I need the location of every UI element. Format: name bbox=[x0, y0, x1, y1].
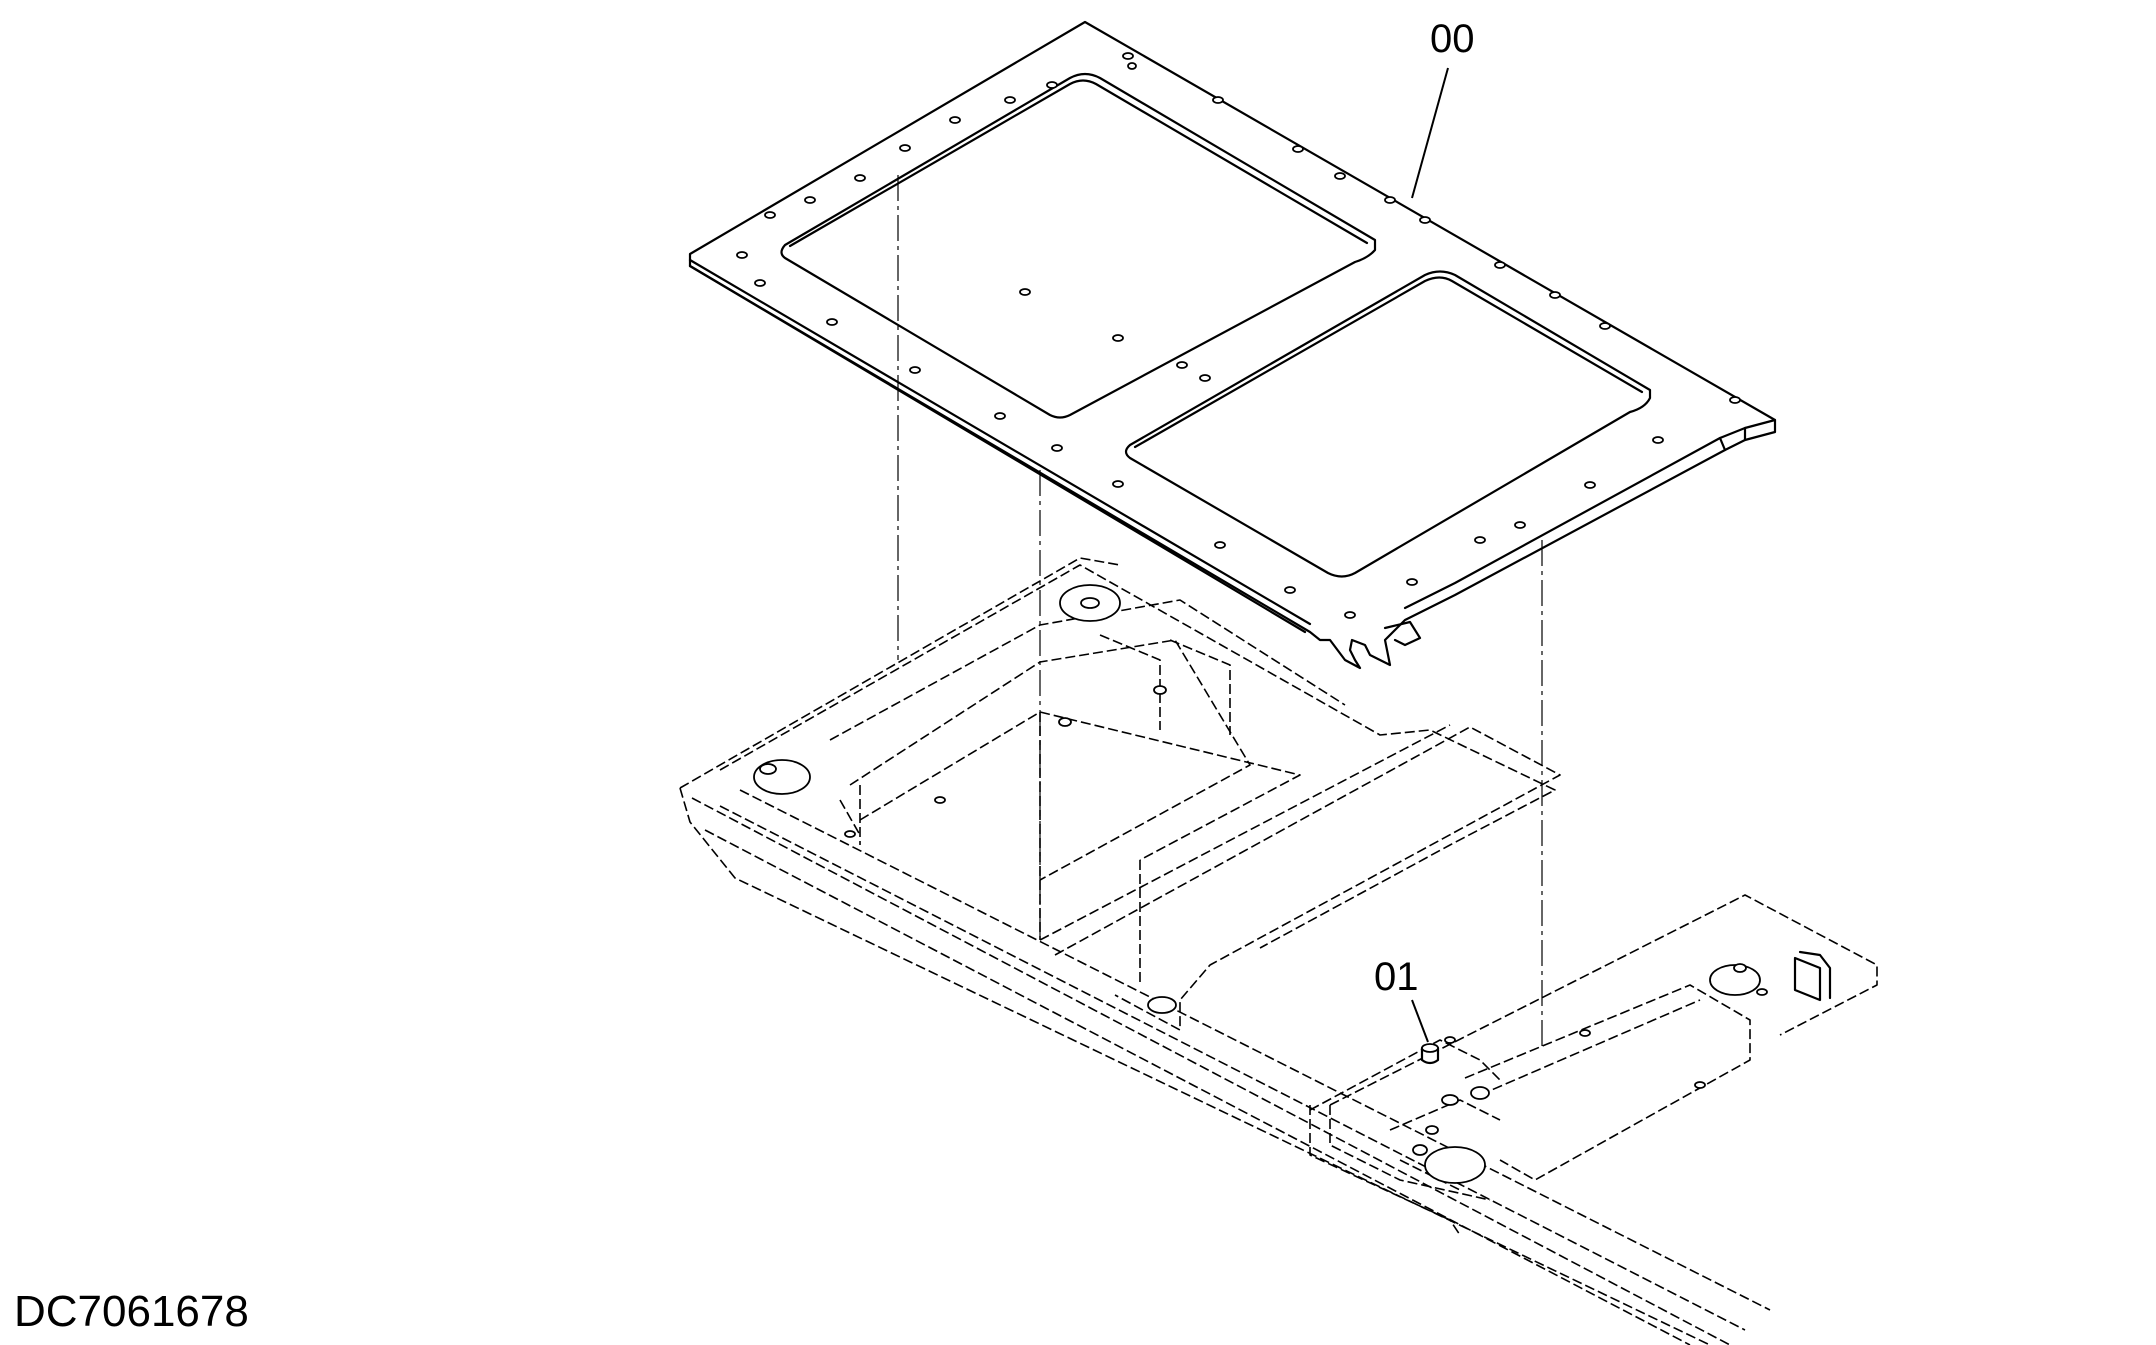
plate-bolt-holes bbox=[736, 52, 1741, 619]
base-frame bbox=[679, 557, 1878, 1345]
part-01-fitting bbox=[1420, 1036, 1456, 1065]
alignment-lines bbox=[897, 175, 1543, 1050]
drawing-id-label: DC7061678 bbox=[14, 1287, 249, 1336]
leader-part-00 bbox=[1411, 67, 1449, 199]
callout-part-00: 00 bbox=[1430, 17, 1475, 61]
callout-part-01: 01 bbox=[1374, 955, 1419, 999]
leader-part-01 bbox=[1411, 999, 1429, 1043]
part-00-floor-plate bbox=[688, 20, 1777, 670]
